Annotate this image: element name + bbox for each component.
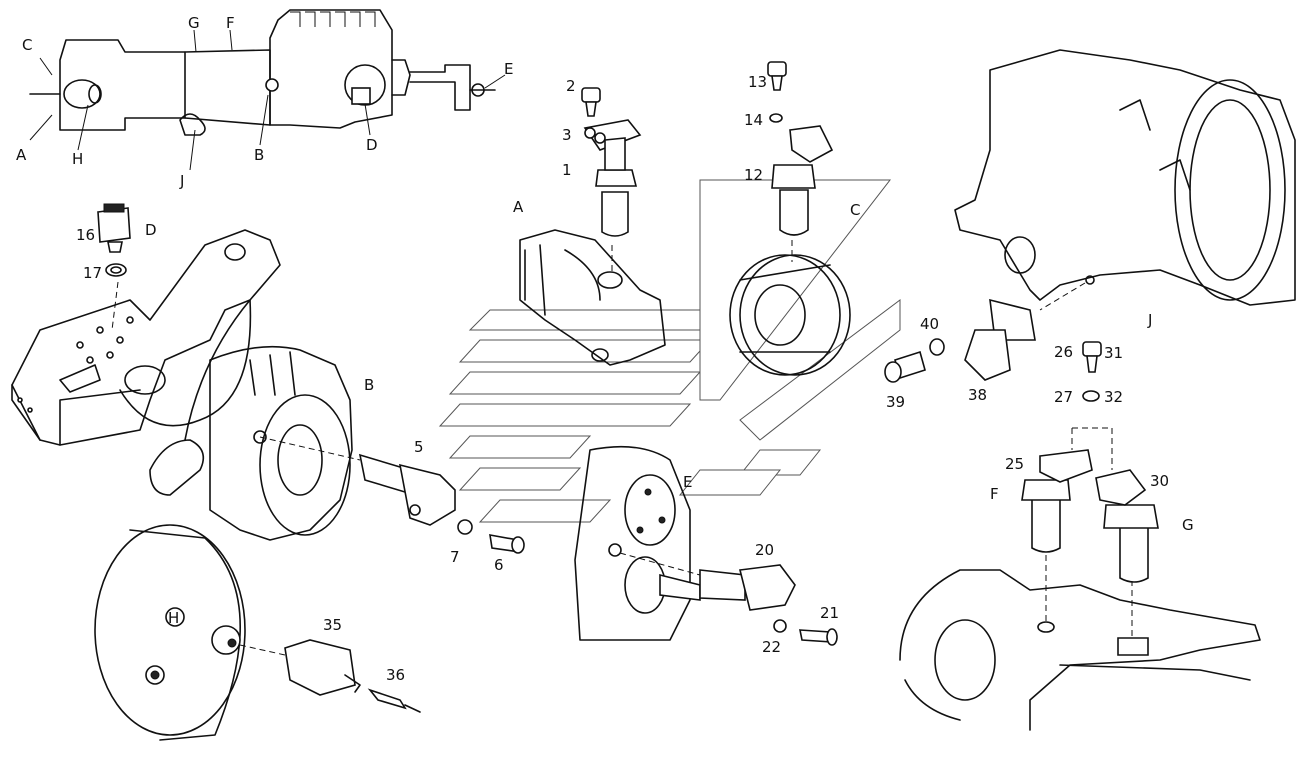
overview-label-j: J	[179, 172, 184, 190]
part-label-2: 2	[566, 77, 576, 95]
view-e-assembly	[574, 445, 838, 646]
view-a-callouts: 2 3 1 A	[513, 77, 576, 216]
view-label-d: D	[145, 221, 157, 239]
overview-assembly	[29, 9, 496, 136]
part-label-13: 13	[748, 73, 767, 91]
view-label-f: F	[990, 485, 999, 503]
view-b-callouts: B 5 7 6	[364, 376, 504, 574]
overview-label-d: D	[366, 136, 378, 154]
part-label-40: 40	[920, 315, 939, 333]
view-d-callouts: 16 17 D	[76, 221, 157, 282]
view-b-assembly	[209, 345, 525, 554]
part-label-22: 22	[762, 638, 781, 656]
part-label-27: 27	[1054, 388, 1073, 406]
overview-label-e: E	[504, 60, 513, 78]
view-d-housing	[11, 203, 281, 496]
part-label-14: 14	[744, 111, 763, 129]
part-label-3: 3	[562, 126, 572, 144]
part-label-26: 26	[1054, 343, 1073, 361]
part-label-5: 5	[414, 438, 424, 456]
watermark-logo	[438, 179, 901, 523]
view-fg-callouts: 26 31 27 32 25 30 F G	[990, 343, 1194, 534]
part-label-6: 6	[494, 556, 504, 574]
view-label-j: J	[1147, 311, 1152, 329]
part-label-7: 7	[450, 548, 460, 566]
view-label-a: A	[513, 198, 524, 216]
view-label-e: E	[683, 473, 692, 491]
part-label-32: 32	[1104, 388, 1123, 406]
overview-label-f: F	[226, 14, 235, 32]
part-label-20: 20	[755, 541, 774, 559]
view-label-c: C	[850, 201, 860, 219]
view-c-callouts: 13 14 12 C	[744, 73, 860, 219]
part-label-1: 1	[562, 161, 572, 179]
part-label-35: 35	[323, 616, 342, 634]
view-j-callouts: J 40 39 38	[886, 311, 1152, 411]
overview-label-a: A	[16, 146, 27, 164]
part-label-17: 17	[83, 264, 102, 282]
view-a-assembly	[519, 87, 666, 366]
overview-label-g: G	[188, 14, 200, 32]
part-label-30: 30	[1150, 472, 1169, 490]
part-label-21: 21	[820, 604, 839, 622]
view-label-b: B	[364, 376, 374, 394]
view-h-callouts: H 35 36	[168, 609, 405, 684]
hub-label-h: H	[168, 609, 179, 627]
part-label-38: 38	[968, 386, 987, 404]
view-j-assembly	[884, 49, 1296, 383]
view-e-callouts: E 20 21 22	[683, 473, 839, 656]
part-label-16: 16	[76, 226, 95, 244]
overview-label-h: H	[72, 150, 83, 168]
part-label-36: 36	[386, 666, 405, 684]
view-h-assembly	[94, 524, 421, 741]
part-label-12: 12	[744, 166, 763, 184]
part-label-39: 39	[886, 393, 905, 411]
view-c-assembly	[729, 61, 851, 376]
view-label-g: G	[1182, 516, 1194, 534]
overview-callouts: C G F E A H J B D	[16, 14, 513, 190]
view-fg-assembly	[899, 341, 1261, 731]
part-label-31: 31	[1104, 344, 1123, 362]
overview-label-b: B	[254, 146, 264, 164]
overview-label-c: C	[22, 36, 32, 54]
part-label-25: 25	[1005, 455, 1024, 473]
